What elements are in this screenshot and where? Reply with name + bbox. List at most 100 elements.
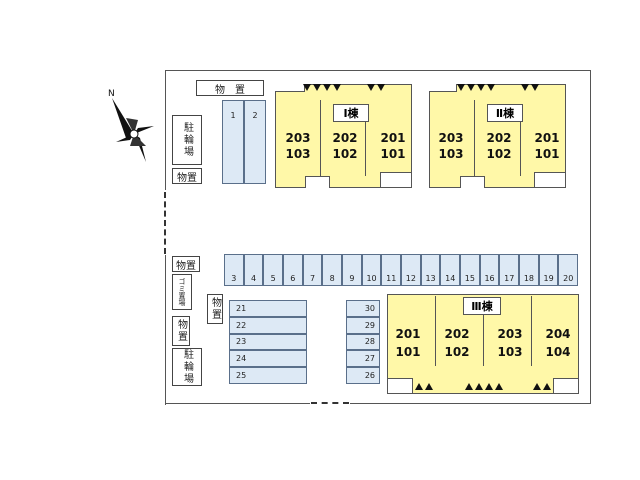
entrance-marker-icon bbox=[531, 84, 539, 91]
parking-space: 27 bbox=[346, 350, 380, 368]
parking-space: 12 bbox=[401, 254, 421, 286]
site-boundary-bottom-right bbox=[350, 403, 591, 404]
building-1-divider bbox=[320, 100, 321, 176]
bike-parking-top: 駐輪場 bbox=[172, 115, 202, 165]
entrance-marker-icon bbox=[457, 84, 465, 91]
storage-shed-mid-label: 物置 bbox=[209, 297, 221, 321]
parking-space-number: 30 bbox=[364, 303, 375, 313]
entrance-marker-icon bbox=[323, 84, 331, 91]
building-3-divider bbox=[483, 310, 484, 366]
building-3-notch bbox=[387, 378, 413, 394]
building-2-name: Ⅱ棟 bbox=[487, 104, 523, 122]
entrance-marker-icon bbox=[495, 383, 503, 390]
parking-space: 1 bbox=[222, 100, 244, 184]
parking-space: 23 bbox=[229, 333, 307, 351]
entrance-marker-icon bbox=[477, 84, 485, 91]
parking-space: 3 bbox=[224, 254, 244, 286]
storage-shed-top-label: 物 置 bbox=[215, 84, 245, 96]
parking-space-number: 8 bbox=[329, 274, 335, 283]
parking-space-number: 20 bbox=[563, 274, 574, 283]
entrance-marker-icon bbox=[467, 84, 475, 91]
parking-space-number: 7 bbox=[309, 274, 316, 283]
parking-space-number: 26 bbox=[364, 371, 375, 381]
parking-space: 7 bbox=[302, 254, 323, 286]
bike-parking-top-label: 駐輪場 bbox=[181, 122, 193, 158]
garbage-station-label: ゴミ置場 bbox=[178, 278, 186, 306]
unit-number: 202 bbox=[486, 131, 512, 145]
storage-shed-left-c-label: 物置 bbox=[175, 319, 187, 343]
parking-space-number: 14 bbox=[445, 274, 456, 283]
building-2-notch bbox=[534, 172, 566, 188]
parking-space-number: 24 bbox=[236, 354, 247, 364]
entrance-marker-icon bbox=[367, 84, 375, 91]
entrance-marker-icon bbox=[465, 383, 473, 390]
unit-number: 204 bbox=[545, 327, 571, 341]
parking-space-number: 27 bbox=[364, 354, 375, 364]
building-3-entrance-markers-a bbox=[415, 383, 437, 393]
bike-parking-bottom-label: 駐輪場 bbox=[181, 349, 193, 385]
storage-shed-top: 物 置 bbox=[196, 80, 264, 96]
bike-parking-bottom: 駐輪場 bbox=[172, 348, 202, 386]
parking-space: 6 bbox=[283, 254, 303, 286]
entrance-marker-icon bbox=[303, 84, 311, 91]
parking-space-number: 18 bbox=[523, 274, 534, 283]
storage-shed-left-b-label: 物置 bbox=[176, 260, 196, 272]
building-1 bbox=[275, 84, 412, 188]
parking-space: 26 bbox=[346, 367, 380, 384]
entrance-marker-icon bbox=[533, 383, 541, 390]
unit-number: 101 bbox=[395, 345, 421, 359]
building-3-notch bbox=[553, 378, 579, 394]
parking-space-number: 12 bbox=[405, 274, 416, 283]
building-1-notch bbox=[380, 172, 412, 188]
parking-space: 15 bbox=[460, 254, 480, 286]
unit-number: 202 bbox=[332, 131, 358, 145]
storage-shed-mid: 物置 bbox=[207, 294, 223, 324]
parking-space: 5 bbox=[263, 254, 284, 286]
parking-space: 11 bbox=[381, 254, 402, 286]
parking-space: 22 bbox=[229, 316, 307, 334]
parking-space: 30 bbox=[346, 300, 380, 317]
unit-number: 102 bbox=[486, 147, 512, 161]
parking-space-number: 16 bbox=[484, 274, 495, 283]
parking-space: 25 bbox=[229, 367, 307, 384]
building-1-entrance-markers bbox=[303, 84, 343, 94]
building-1-entrance-markers-b bbox=[367, 84, 387, 94]
entrance-marker-icon bbox=[521, 84, 529, 91]
building-2 bbox=[429, 84, 566, 188]
parking-space: 16 bbox=[479, 254, 500, 286]
storage-shed-left-c: 物置 bbox=[172, 316, 190, 346]
parking-space: 9 bbox=[342, 254, 362, 286]
unit-number: 101 bbox=[380, 147, 406, 161]
compass-north-label: N bbox=[108, 89, 115, 99]
building-2-notch bbox=[460, 176, 485, 188]
unit-number: 102 bbox=[444, 345, 470, 359]
entrance-left bbox=[164, 192, 166, 254]
storage-shed-left-a-label: 物置 bbox=[177, 172, 197, 184]
entrance-marker-icon bbox=[475, 383, 483, 390]
unit-number: 103 bbox=[285, 147, 311, 161]
entrance-marker-icon bbox=[333, 84, 341, 91]
parking-space: 19 bbox=[538, 254, 559, 286]
parking-space: 18 bbox=[519, 254, 539, 286]
parking-space: 21 bbox=[229, 300, 307, 317]
parking-space: 24 bbox=[229, 350, 307, 368]
building-1-notch bbox=[275, 84, 305, 92]
parking-space: 14 bbox=[440, 254, 461, 286]
parking-space: 2 bbox=[244, 100, 266, 184]
parking-space-number: 29 bbox=[364, 320, 375, 330]
parking-space: 13 bbox=[420, 254, 441, 286]
entrance-marker-icon bbox=[415, 383, 423, 390]
parking-space-number: 3 bbox=[231, 274, 237, 283]
unit-number: 202 bbox=[444, 327, 470, 341]
entrance-marker-icon bbox=[313, 84, 321, 91]
entrance-marker-icon bbox=[487, 84, 495, 91]
parking-space: 4 bbox=[243, 254, 264, 286]
entrance-marker-icon bbox=[543, 383, 551, 390]
parking-space: 20 bbox=[558, 254, 579, 286]
parking-space-number: 5 bbox=[270, 274, 276, 283]
building-3-entrance-markers-c bbox=[533, 383, 555, 393]
site-boundary-left bbox=[165, 70, 166, 190]
